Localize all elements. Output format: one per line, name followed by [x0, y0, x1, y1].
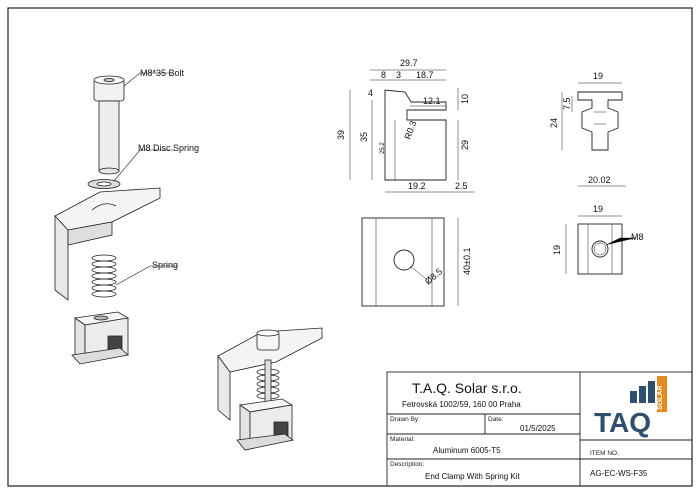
end-dimension-lines [561, 82, 626, 187]
dim-12-1: 12.1 [423, 96, 441, 106]
description-value: End Clamp With Spring Kit [425, 472, 520, 481]
nut-thread-hole [93, 315, 109, 321]
clamp-leg [54, 214, 69, 301]
callout-disc-spring: M8 Disc Spring [138, 143, 199, 153]
title-block-frame [386, 371, 693, 487]
dim-18-7: 18.7 [416, 70, 434, 80]
bottom-plan-view [361, 217, 445, 307]
dim-35: 35 [359, 132, 369, 142]
top-square-outline [577, 223, 623, 275]
date-value: 01/5/2025 [520, 424, 556, 433]
end-profile-outline [577, 91, 623, 151]
svg-text:SOLAR: SOLAR [657, 386, 664, 411]
dim-top-19-width: 19 [593, 204, 603, 214]
dim-top-m8: M8 [631, 232, 644, 242]
dim-r0-3: R0.3 [402, 119, 418, 140]
callout-leaders [113, 72, 178, 286]
clamp-slot [91, 203, 117, 211]
bottom-plan-hole [393, 249, 415, 271]
bolt-end [98, 167, 120, 175]
dim-19-2: 19.2 [408, 181, 426, 191]
dim-end-7-5: 7.5 [562, 97, 572, 110]
dim-40: 40±0.1 [462, 248, 472, 275]
item-no-label: ITEM NO. [590, 450, 619, 457]
top-dimension-lines [565, 215, 636, 274]
sheet-border [7, 7, 693, 487]
callout-bolt: M8*35 Bolt [140, 68, 185, 78]
dim-2-5: 2.5 [455, 181, 468, 191]
dim-25-2: 25.2 [380, 142, 386, 154]
side-profile-outline [384, 89, 447, 181]
drawn-by-label: Drawn By: [390, 416, 420, 423]
callout-spring: Spring [152, 260, 178, 270]
dim-top-19-height: 19 [552, 245, 562, 255]
dim-29-7: 29.7 [400, 58, 418, 68]
dim-39: 39 [336, 130, 346, 140]
side-profile-view [384, 89, 447, 181]
bottom-dimension-lines [409, 218, 459, 306]
material-label: Material: [390, 436, 415, 443]
dim-3: 3 [396, 70, 401, 80]
spring [91, 254, 117, 298]
dim-10: 10 [460, 94, 470, 104]
clamp-front [67, 221, 113, 246]
dim-end-20-02: 20.02 [588, 175, 611, 185]
bottom-plan-outline [361, 217, 445, 307]
material-value: Aluminum 6005-T5 [433, 446, 501, 455]
description-label: Description: [390, 461, 425, 468]
date-label: Date: [488, 416, 504, 423]
disc-spring-hole [96, 181, 112, 187]
company-name: T.A.Q. Solar s.r.o. [412, 380, 522, 396]
side-dimension-lines [349, 69, 475, 193]
item-no-value: AG-EC-WS-F35 [590, 469, 648, 478]
dim-8: 8 [381, 70, 386, 80]
taq-solar-logo: SOLAR TAQ [594, 376, 667, 438]
top-square-view [577, 223, 623, 275]
exploded-view [54, 75, 161, 365]
assembled-view [217, 327, 323, 451]
dim-end-24: 24 [549, 118, 559, 128]
dim-end-19: 19 [593, 71, 603, 81]
dim-4: 4 [368, 88, 373, 98]
company-address: Fetrovská 1002/59, 160 00 Praha [402, 400, 521, 409]
bolt-shank [98, 100, 120, 172]
dim-dia-8-5: Ø8.5 [423, 266, 444, 286]
dim-29: 29 [460, 140, 470, 150]
title-block [386, 371, 693, 487]
end-profile-view [577, 91, 623, 151]
logo-text: TAQ [594, 407, 651, 438]
bolt-socket [103, 78, 115, 83]
nut-base [71, 347, 129, 365]
top-square-hole [591, 240, 609, 258]
